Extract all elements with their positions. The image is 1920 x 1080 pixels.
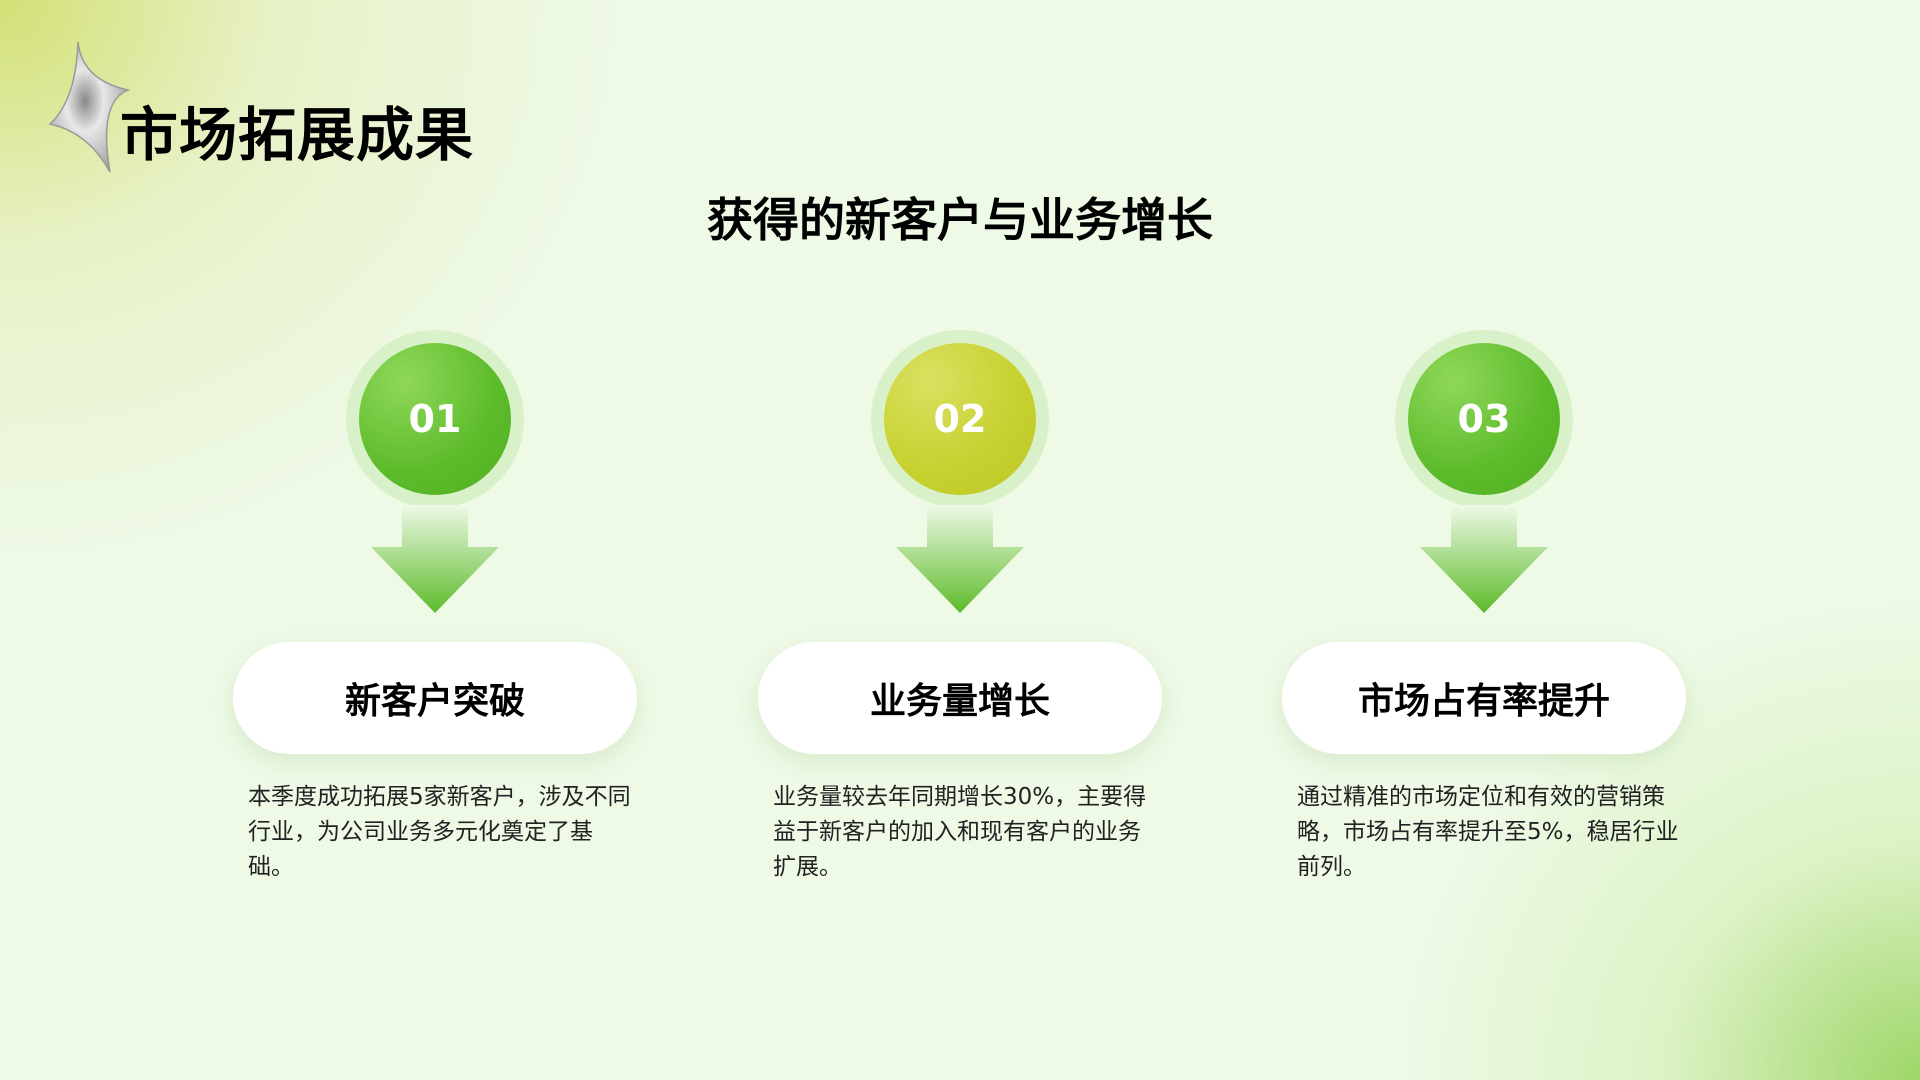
card-label: 业务量增长 bbox=[758, 642, 1162, 754]
card-description: 本季度成功拓展5家新客户，涉及不同行业，为公司业务多元化奠定了基础。 bbox=[248, 784, 631, 880]
achievement-card-3: 03 市场占有率提升 通过精准的市场定位和有效的营销策略，市场占有率提升至5%，… bbox=[1274, 0, 1694, 1080]
metallic-star-icon bbox=[48, 41, 131, 173]
card-label: 新客户突破 bbox=[233, 642, 637, 754]
arrow-down-icon bbox=[896, 505, 1024, 613]
achievement-card-1: 01 新客户突破 本季度成功拓展5家新客户，涉及不同行业，为公司业务多元化奠定了… bbox=[225, 0, 645, 1080]
page-title: 市场拓展成果 bbox=[120, 101, 475, 169]
section-subtitle: 获得的新客户与业务增长 bbox=[707, 193, 1213, 247]
number-badge: 02 bbox=[884, 343, 1036, 495]
card-label: 市场占有率提升 bbox=[1282, 642, 1686, 754]
card-description: 通过精准的市场定位和有效的营销策略，市场占有率提升至5%，稳居行业前列。 bbox=[1297, 784, 1679, 880]
achievement-card-2: 02 业务量增长 业务量较去年同期增长30%，主要得益于新客户的加入和现有客户的… bbox=[750, 0, 1170, 1080]
arrow-down-icon bbox=[1420, 505, 1548, 613]
number-badge: 03 bbox=[1408, 343, 1560, 495]
arrow-down-icon bbox=[371, 505, 499, 613]
card-description: 业务量较去年同期增长30%，主要得益于新客户的加入和现有客户的业务扩展。 bbox=[773, 784, 1147, 880]
number-badge: 01 bbox=[359, 343, 511, 495]
